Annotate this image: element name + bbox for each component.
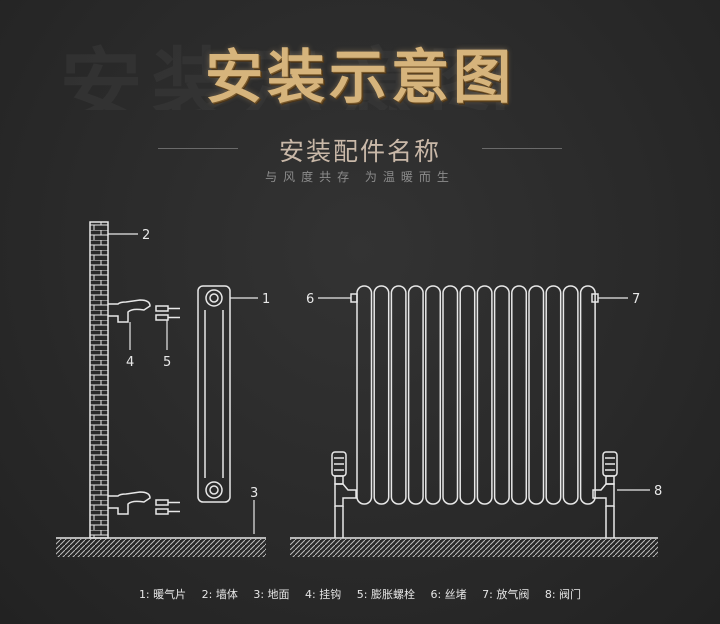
radiator-column — [528, 285, 545, 505]
radiator-column — [545, 285, 562, 505]
legend-item: 2: 墙体 — [201, 588, 238, 601]
radiator-column — [390, 285, 407, 505]
radiator-front-view — [356, 285, 596, 505]
plug-fitting — [350, 293, 358, 303]
callout-6: 6 — [306, 292, 314, 307]
section-subtitle: 安装配件名称 — [278, 137, 441, 166]
callout-8: 8 — [654, 484, 662, 499]
expansion-bolt-top — [155, 305, 180, 321]
page-title: 安装示意图 — [204, 43, 515, 111]
radiator-column — [442, 285, 459, 505]
callout-1: 1 — [262, 292, 270, 307]
radiator-column — [407, 285, 424, 505]
background-brush-text: 安装示意图 — [60, 39, 521, 110]
tagline: 与风度共存 为温暖而生 — [265, 170, 455, 184]
radiator-side-view — [197, 285, 231, 503]
radiator-column — [356, 285, 373, 505]
legend-item: 7: 放气阀 — [482, 588, 530, 601]
expansion-bolt-bottom — [155, 499, 180, 515]
radiator-column — [373, 285, 390, 505]
wall-hook-top — [108, 299, 151, 323]
callout-7: 7 — [632, 292, 640, 307]
legend-item: 4: 挂钩 — [305, 588, 342, 601]
legend-item: 8: 阀门 — [544, 588, 582, 601]
valve-right — [592, 451, 618, 538]
callout-2: 2 — [142, 228, 150, 243]
radiator-column — [425, 285, 442, 505]
callout-3: 3 — [250, 486, 258, 501]
radiator-column — [511, 285, 528, 505]
legend-item: 6: 丝堵 — [430, 588, 467, 601]
floor-right — [290, 537, 658, 557]
radiator-column — [579, 285, 596, 505]
wall-hook-bottom — [108, 491, 151, 515]
floor-left — [56, 537, 266, 557]
subtitle-divider-right — [482, 148, 562, 149]
legend-item: 5: 膨胀螺栓 — [356, 588, 415, 601]
radiator-column — [459, 285, 476, 505]
callout-4: 4 — [126, 355, 134, 370]
subtitle-divider-left — [158, 148, 238, 149]
legend-item: 3: 地面 — [253, 588, 290, 601]
brick-wall — [89, 221, 109, 539]
radiator-column — [493, 285, 510, 505]
parts-legend: 1: 暖气片 2: 墙体 3: 地面 4: 挂钩 5: 膨胀螺栓 6: 丝堵 7… — [0, 586, 720, 602]
valve-left — [331, 451, 357, 538]
leader-lines — [108, 233, 650, 534]
subtitle-row: 安装配件名称 — [0, 132, 720, 166]
radiator-column — [562, 285, 579, 505]
callout-5: 5 — [163, 355, 171, 370]
radiator-column — [476, 285, 493, 505]
legend-item: 1: 暖气片 — [138, 588, 187, 601]
